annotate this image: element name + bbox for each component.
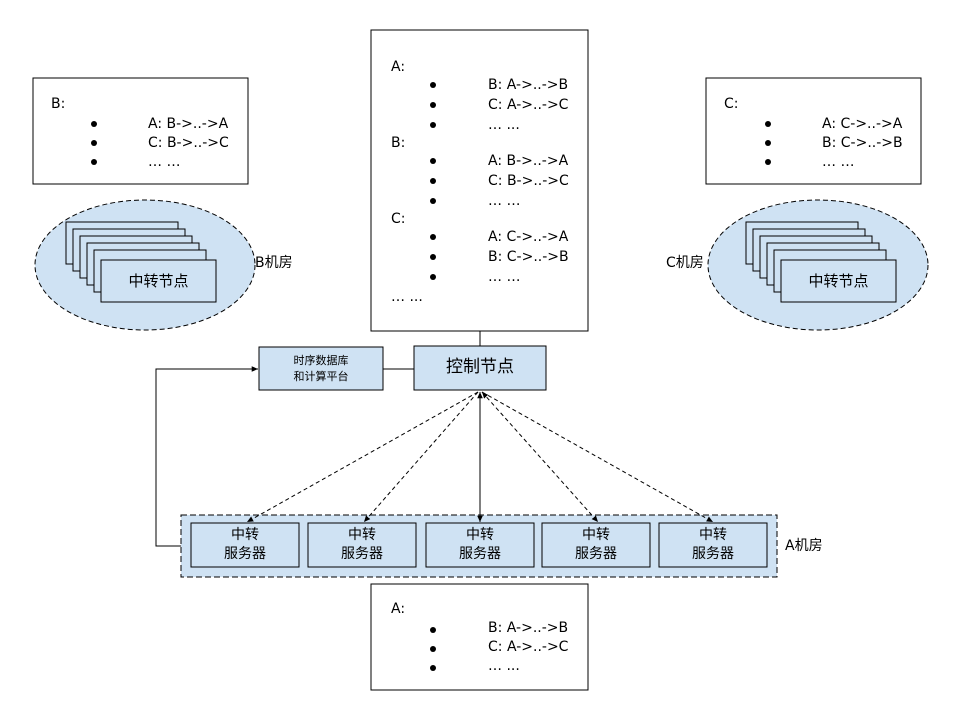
relay-server-box-1 [190,522,300,568]
relay-server-3-line1: 中转 [466,527,494,543]
a-room-to-tsdb-arrow [155,366,258,547]
bullet [430,234,436,240]
bullet [430,274,436,280]
top-c-route-1: A: C->..->A [488,229,569,245]
top-a-route-3: … ... [488,117,520,133]
top-section-a-title: A: [391,59,406,75]
bullet [430,254,436,260]
top-b-route-1: A: B->..->A [488,153,569,169]
b-relay-node-label: 中转节点 [128,272,189,290]
control-node-label: 控制节点 [446,357,514,377]
a-room-label: A机房 [785,538,823,554]
control-node-box [413,345,547,391]
top-b-route-2: C: B->..->C [488,173,569,189]
bullet [430,82,436,88]
c-route-3: … … [822,154,855,170]
c-relay-node-label: 中转节点 [808,272,869,290]
top-footer: … ... [391,289,423,305]
b-table-title: B: [51,96,66,112]
bullet [765,121,771,127]
bullet [91,159,97,165]
b-relay-node-stack [65,221,217,303]
top-a-route-2: C: A->..->C [488,97,569,113]
bullet [430,198,436,204]
bullet [430,665,436,671]
control-to-server-2-arrow [363,391,479,523]
relay-server-box-4 [541,522,651,568]
relay-server-box-2 [307,522,417,568]
c-route-1: A: C->..->A [822,116,903,132]
b-route-1: A: B->..->A [148,116,229,132]
top-c-route-3: … … [488,269,521,285]
control-to-server-5-arrow [481,391,714,523]
c-relay-node-stack [745,221,897,303]
control-to-server-1-arrow [246,391,479,523]
relay-server-2-line1: 中转 [348,527,376,543]
b-routing-table-box [32,77,249,185]
bottom-route-3: … ... [488,658,520,674]
tsdb-label-line2: 和计算平台 [293,370,349,383]
relay-server-box-3 [425,522,535,568]
bullet [430,158,436,164]
top-section-b-title: B: [391,135,406,151]
relay-server-4-line1: 中转 [582,527,610,543]
top-c-route-2: B: C->..->B [488,249,569,265]
bullet [430,122,436,128]
c-route-2: B: C->..->B [822,135,903,151]
bottom-route-1: B: A->..->B [488,620,569,636]
b-relay-node-front [100,259,217,303]
bullet [765,159,771,165]
bullet [765,140,771,146]
bullet [91,121,97,127]
top-b-route-3: … … [488,193,521,209]
relay-server-3-line2: 服务器 [459,546,501,562]
bullet [430,646,436,652]
c-room-label: C机房 [666,255,704,271]
bullet [430,627,436,633]
relay-server-box-5 [658,522,768,568]
b-route-3: … … [148,154,181,170]
bullet [430,102,436,108]
bottom-table-title: A: [391,601,406,617]
relay-server-1-line1: 中转 [231,527,259,543]
relay-server-4-line2: 服务器 [575,546,617,562]
tsdb-label-line1: 时序数据库 [293,354,349,367]
bullet [91,140,97,146]
top-a-route-1: B: A->..->B [488,77,569,93]
bullet [430,178,436,184]
relay-server-5-line1: 中转 [699,527,727,543]
c-relay-node-front [780,259,897,303]
bottom-routing-table-box [370,583,589,691]
bottom-route-2: C: A->..->C [488,639,569,655]
top-routing-table-box [370,29,589,332]
b-route-2: C: B->..->C [148,135,229,151]
relay-server-2-line2: 服务器 [341,546,383,562]
b-room-label: B机房 [255,255,293,271]
c-routing-table-box [705,77,922,185]
top-section-c-title: C: [391,211,406,227]
tsdb-box [258,346,384,391]
relay-server-5-line2: 服务器 [692,546,734,562]
relay-server-1-line2: 服务器 [224,546,266,562]
c-table-title: C: [724,96,739,112]
control-to-server-4-arrow [481,391,599,523]
